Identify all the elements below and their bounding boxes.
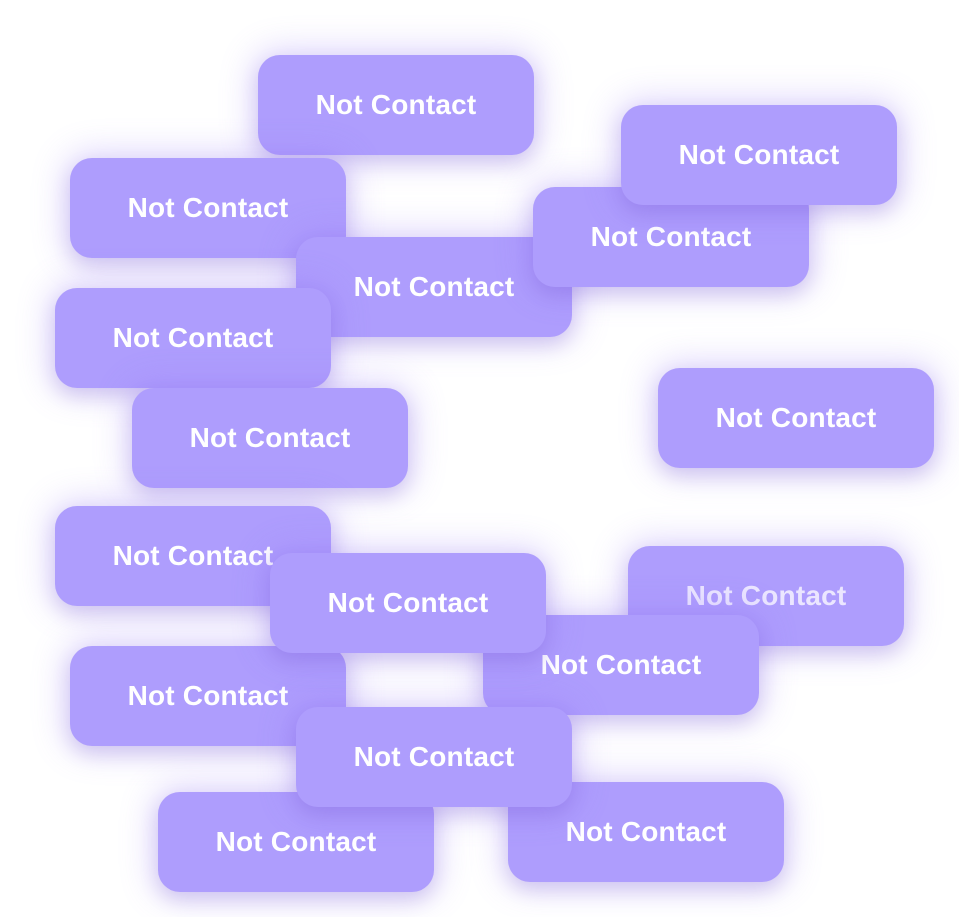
not-contact-tag[interactable]: Not Contact (158, 792, 434, 892)
not-contact-tag[interactable]: Not Contact (296, 707, 572, 807)
not-contact-tag[interactable]: Not Contact (132, 388, 408, 488)
not-contact-tag[interactable]: Not Contact (70, 158, 346, 258)
not-contact-tag[interactable]: Not Contact (508, 782, 784, 882)
not-contact-tag[interactable]: Not Contact (55, 288, 331, 388)
not-contact-tag[interactable]: Not Contact (296, 237, 572, 337)
not-contact-tag[interactable]: Not Contact (621, 105, 897, 205)
not-contact-tag[interactable]: Not Contact (658, 368, 934, 468)
not-contact-tag[interactable]: Not Contact (258, 55, 534, 155)
not-contact-tag[interactable]: Not Contact (270, 553, 546, 653)
not-contact-tag[interactable]: Not Contact (533, 187, 809, 287)
